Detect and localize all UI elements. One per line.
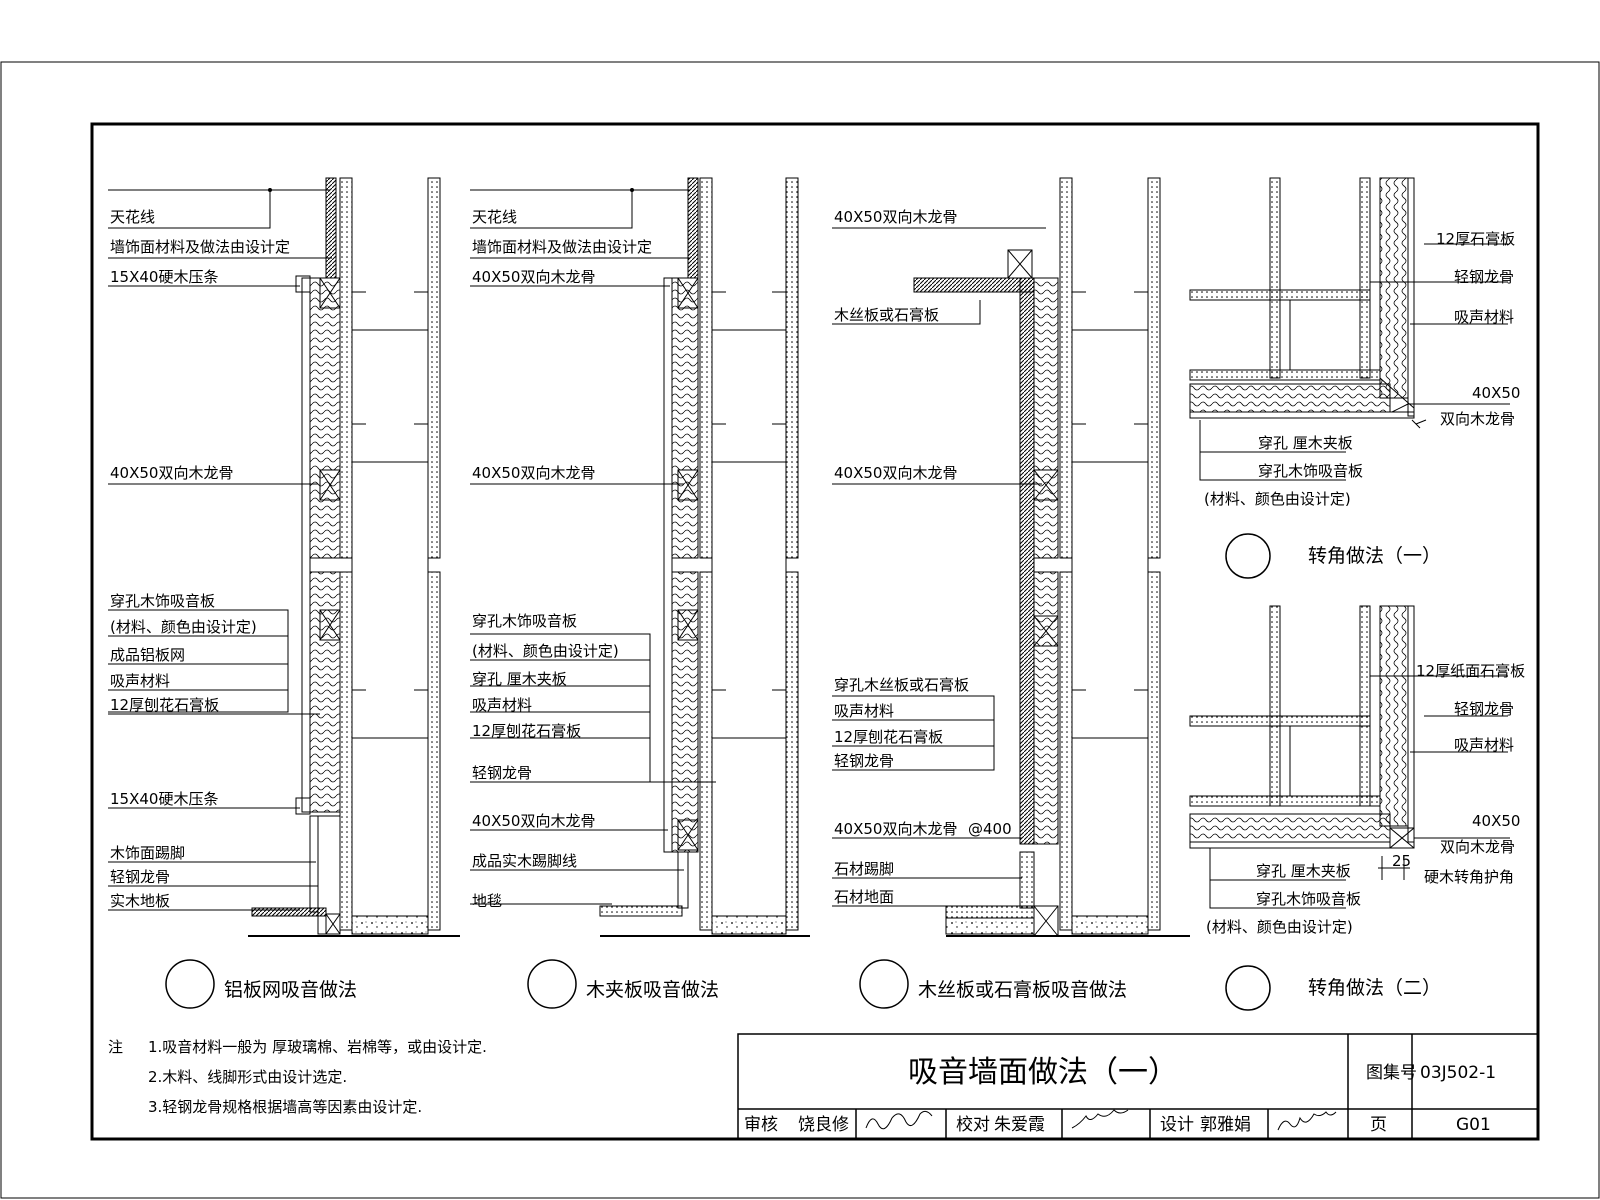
detail3-labels: 40X50双向木龙骨 木丝板或石膏板 40X50双向木龙骨 穿孔木丝板或石膏板 … [834,208,1012,906]
label-d5-2: 吸声材料 [1454,736,1514,754]
label-d3-0: 40X50双向木龙骨 [834,208,957,226]
label-d5-0: 12厚纸面石膏板 [1416,662,1525,680]
detail-plywood [470,177,810,937]
detail-aluminum-mesh [108,177,460,937]
label-d5-5: 穿孔 厘木夹板 [1256,862,1351,880]
label-d1-8: 12厚刨花石膏板 [110,696,219,714]
captions [165,959,909,1009]
reviewer-name: 饶良修 [798,1115,849,1135]
sheet-title: 吸音墙面做法（一） [908,1055,1178,1090]
page-number: G01 [1456,1115,1491,1135]
notes: 注 1.吸音材料一般为 厚玻璃棉、岩棉等，或由设计定. 2.木料、线脚形式由设计… [108,1038,487,1116]
label-d1-12: 实木地板 [110,892,170,910]
label-d2-3: 40X50双向木龙骨 [472,464,595,482]
label-d4-5: 穿孔 厘木夹板 [1258,434,1353,452]
label-d5-7: 25 [1392,852,1411,870]
outer-border [0,61,1600,1199]
review-label: 审核 [744,1115,778,1135]
label-d3-7: 40X50双向木龙骨 [834,820,957,838]
note-1: 1.吸音材料一般为 厚玻璃棉、岩棉等，或由设计定. [148,1038,487,1056]
label-d5-4: 双向木龙骨 [1440,838,1515,856]
label-d2-5: (材料、颜色由设计定) [472,642,619,660]
note-2: 2.木料、线脚形式由设计选定. [148,1068,347,1086]
label-d4-1: 轻钢龙骨 [1454,268,1514,286]
detail4-labels: 12厚石膏板 轻钢龙骨 吸声材料 40X50 双向木龙骨 穿孔 厘木夹板 穿孔木… [1204,230,1520,567]
label-d4-3: 40X50 [1472,384,1520,402]
label-d3-5: 12厚刨花石膏板 [834,728,943,746]
caption-d1: 铝板网吸音做法 [224,979,357,1001]
label-d1-1: 墙饰面材料及做法由设计定 [110,238,290,256]
caption-d2: 木夹板吸音做法 [586,979,719,1001]
checker-name: 朱爱霞 [994,1115,1045,1135]
label-d1-11: 轻钢龙骨 [110,868,170,886]
label-d2-0: 天花线 [472,208,517,226]
label-d1-0: 天花线 [110,208,155,226]
atlas-label: 图集号 [1366,1063,1417,1083]
label-d3-9: 石材踢脚 [834,860,894,878]
caption-d4: 转角做法（一） [1308,545,1441,567]
label-d3-4: 吸声材料 [834,702,894,720]
label-d4-4: 双向木龙骨 [1440,410,1515,428]
label-d5-9: (材料、颜色由设计定) [1206,918,1353,936]
reviewer-signature [865,1110,933,1130]
design-label: 设计 [1160,1115,1194,1135]
label-d2-1: 墙饰面材料及做法由设计定 [472,238,652,256]
label-d2-6: 穿孔 厘木夹板 [472,670,567,688]
detail5-labels: 12厚纸面石膏板 轻钢龙骨 吸声材料 40X50 双向木龙骨 穿孔 厘木夹板 硬… [1206,662,1525,999]
label-d4-7: (材料、颜色由设计定) [1204,490,1351,508]
label-d1-5: (材料、颜色由设计定) [110,618,257,636]
designer-name: 郭雅娟 [1200,1115,1251,1135]
label-d1-10: 木饰面踢脚 [110,844,185,862]
label-d2-10: 40X50双向木龙骨 [472,812,595,830]
label-d2-9: 轻钢龙骨 [472,764,532,782]
label-d2-4: 穿孔木饰吸音板 [472,612,577,630]
notes-prefix: 注 [108,1038,123,1056]
label-d5-1: 轻钢龙骨 [1454,700,1514,718]
designer-signature [1277,1111,1337,1131]
label-d3-8: @400 [968,820,1012,838]
label-d1-9: 15X40硬木压条 [110,790,218,808]
checker-signature [1071,1109,1129,1129]
label-d2-11: 成品实木踢脚线 [472,852,577,870]
label-d3-10: 石材地面 [834,888,894,906]
label-d2-2: 40X50双向木龙骨 [472,268,595,286]
title-block [737,1033,1539,1140]
page-label: 页 [1370,1115,1387,1135]
label-d5-6: 硬木转角护角 [1424,868,1514,886]
label-d5-8: 穿孔木饰吸音板 [1256,890,1361,908]
check-label: 校对 [956,1115,990,1135]
atlas-number: 03J502-1 [1420,1063,1496,1083]
label-d4-0: 12厚石膏板 [1436,230,1515,248]
label-d4-2: 吸声材料 [1454,308,1514,326]
label-d2-12: 地毯 [472,892,502,910]
label-d3-3: 穿孔木丝板或石膏板 [834,676,969,694]
label-d3-6: 轻钢龙骨 [834,752,894,770]
label-d1-6: 成品铝板网 [110,646,185,664]
label-d4-6: 穿孔木饰吸音板 [1258,462,1363,480]
detail1-labels: 天花线 墙饰面材料及做法由设计定 15X40硬木压条 40X50双向木龙骨 穿孔… [110,208,290,910]
label-d3-1: 木丝板或石膏板 [834,306,939,324]
label-d2-8: 12厚刨花石膏板 [472,722,581,740]
detail-corner-2 [1189,605,1510,1011]
label-d1-2: 15X40硬木压条 [110,268,218,286]
note-3: 3.轻钢龙骨规格根据墙高等因素由设计定. [148,1098,422,1116]
caption-d3: 木丝板或石膏板吸音做法 [918,978,1127,1001]
detail-woodwool-gypsum [832,177,1190,937]
label-d1-4: 穿孔木饰吸音板 [110,592,215,610]
detail-corner-1 [1189,177,1510,579]
detail2-labels: 天花线 墙饰面材料及做法由设计定 40X50双向木龙骨 40X50双向木龙骨 穿… [472,208,652,910]
label-d2-7: 吸声材料 [472,696,532,714]
label-d5-3: 40X50 [1472,812,1520,830]
label-d1-7: 吸声材料 [110,672,170,690]
label-d1-3: 40X50双向木龙骨 [110,464,233,482]
caption-d5: 转角做法（二） [1308,977,1441,999]
label-d3-2: 40X50双向木龙骨 [834,464,957,482]
